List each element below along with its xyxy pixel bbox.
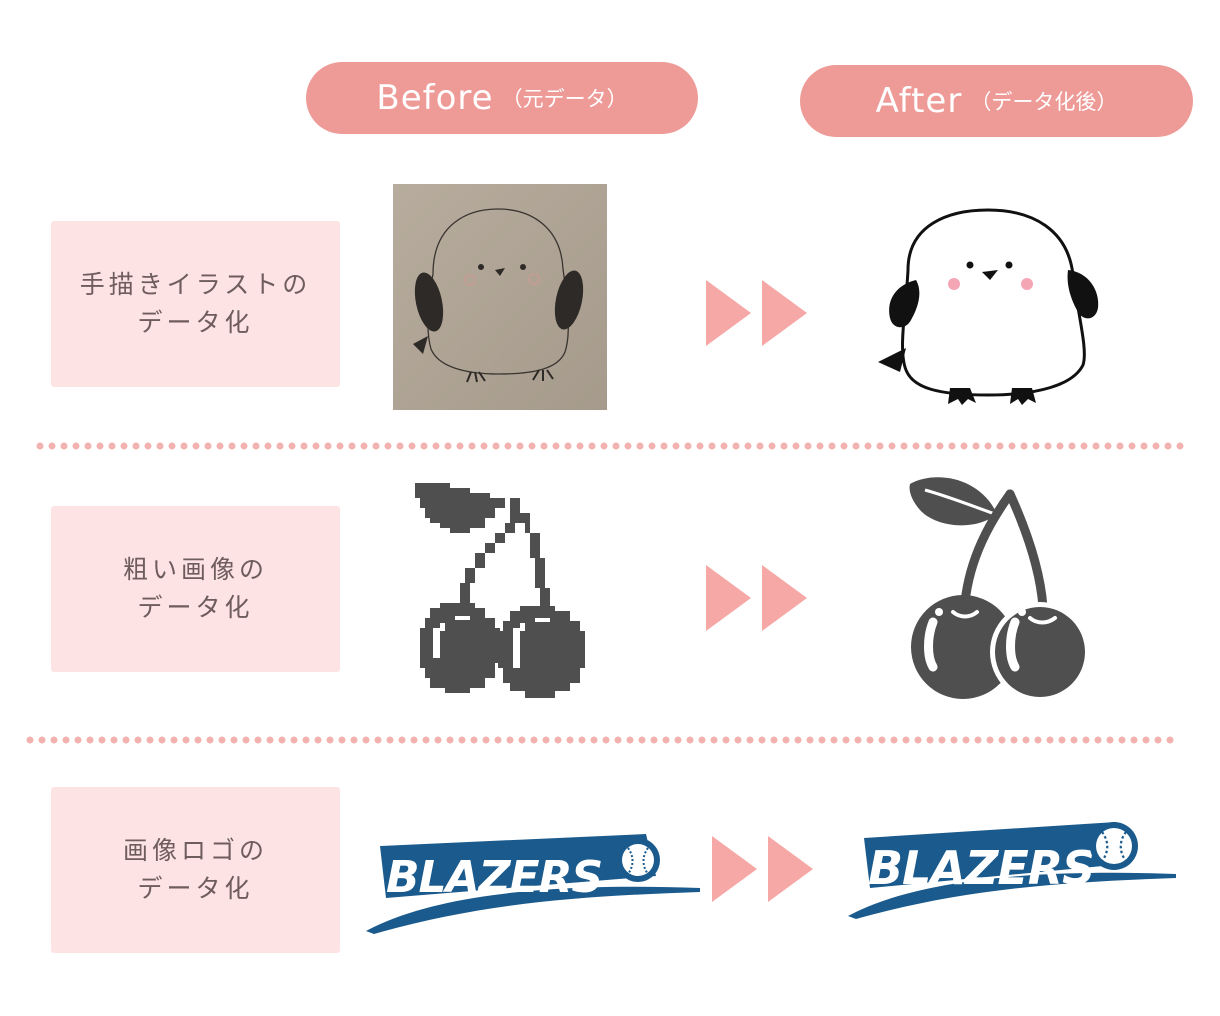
row-label-logo: 画像ロゴの データ化 [51,787,340,953]
after-header-title: After [875,81,963,121]
row-label-rough-image: 粗い画像の データ化 [51,506,340,672]
after-header: After （データ化後） [800,65,1193,137]
arrow-right-icon [712,836,813,902]
row-label-line2: データ化 [137,308,254,337]
blazers-logo: BLAZERS [848,822,1176,919]
row-label-line1: 粗い画像の [122,555,268,584]
blazers-logo-rough: BLAZERS [366,834,700,934]
row-label-line1: 手描きイラストの [79,270,312,299]
dotted-divider [36,442,1196,450]
logo-text: BLAZERS [386,852,602,903]
baseball-icon [1096,828,1132,864]
cherry-icon [909,477,1090,702]
row-label-handdrawn: 手描きイラストの データ化 [51,221,340,387]
after-header-subtitle: （データ化後） [970,90,1118,114]
before-header-subtitle: （元データ） [501,87,628,111]
baseball-icon [622,844,654,876]
row-label-line2: データ化 [137,593,254,622]
bird-illustration [878,208,1099,405]
before-header: Before （元データ） [306,62,698,134]
arrow-right-icon [706,565,807,631]
cherry-icon-pixelated [415,483,585,698]
row-label-line1: 画像ロゴの [122,836,268,865]
arrow-right-icon [706,280,807,346]
before-header-title: Before [376,78,494,118]
bird-sketch-photo [393,184,607,410]
row-label-line2: データ化 [137,874,254,903]
logo-text: BLAZERS [868,841,1094,895]
dotted-divider [26,736,1186,744]
